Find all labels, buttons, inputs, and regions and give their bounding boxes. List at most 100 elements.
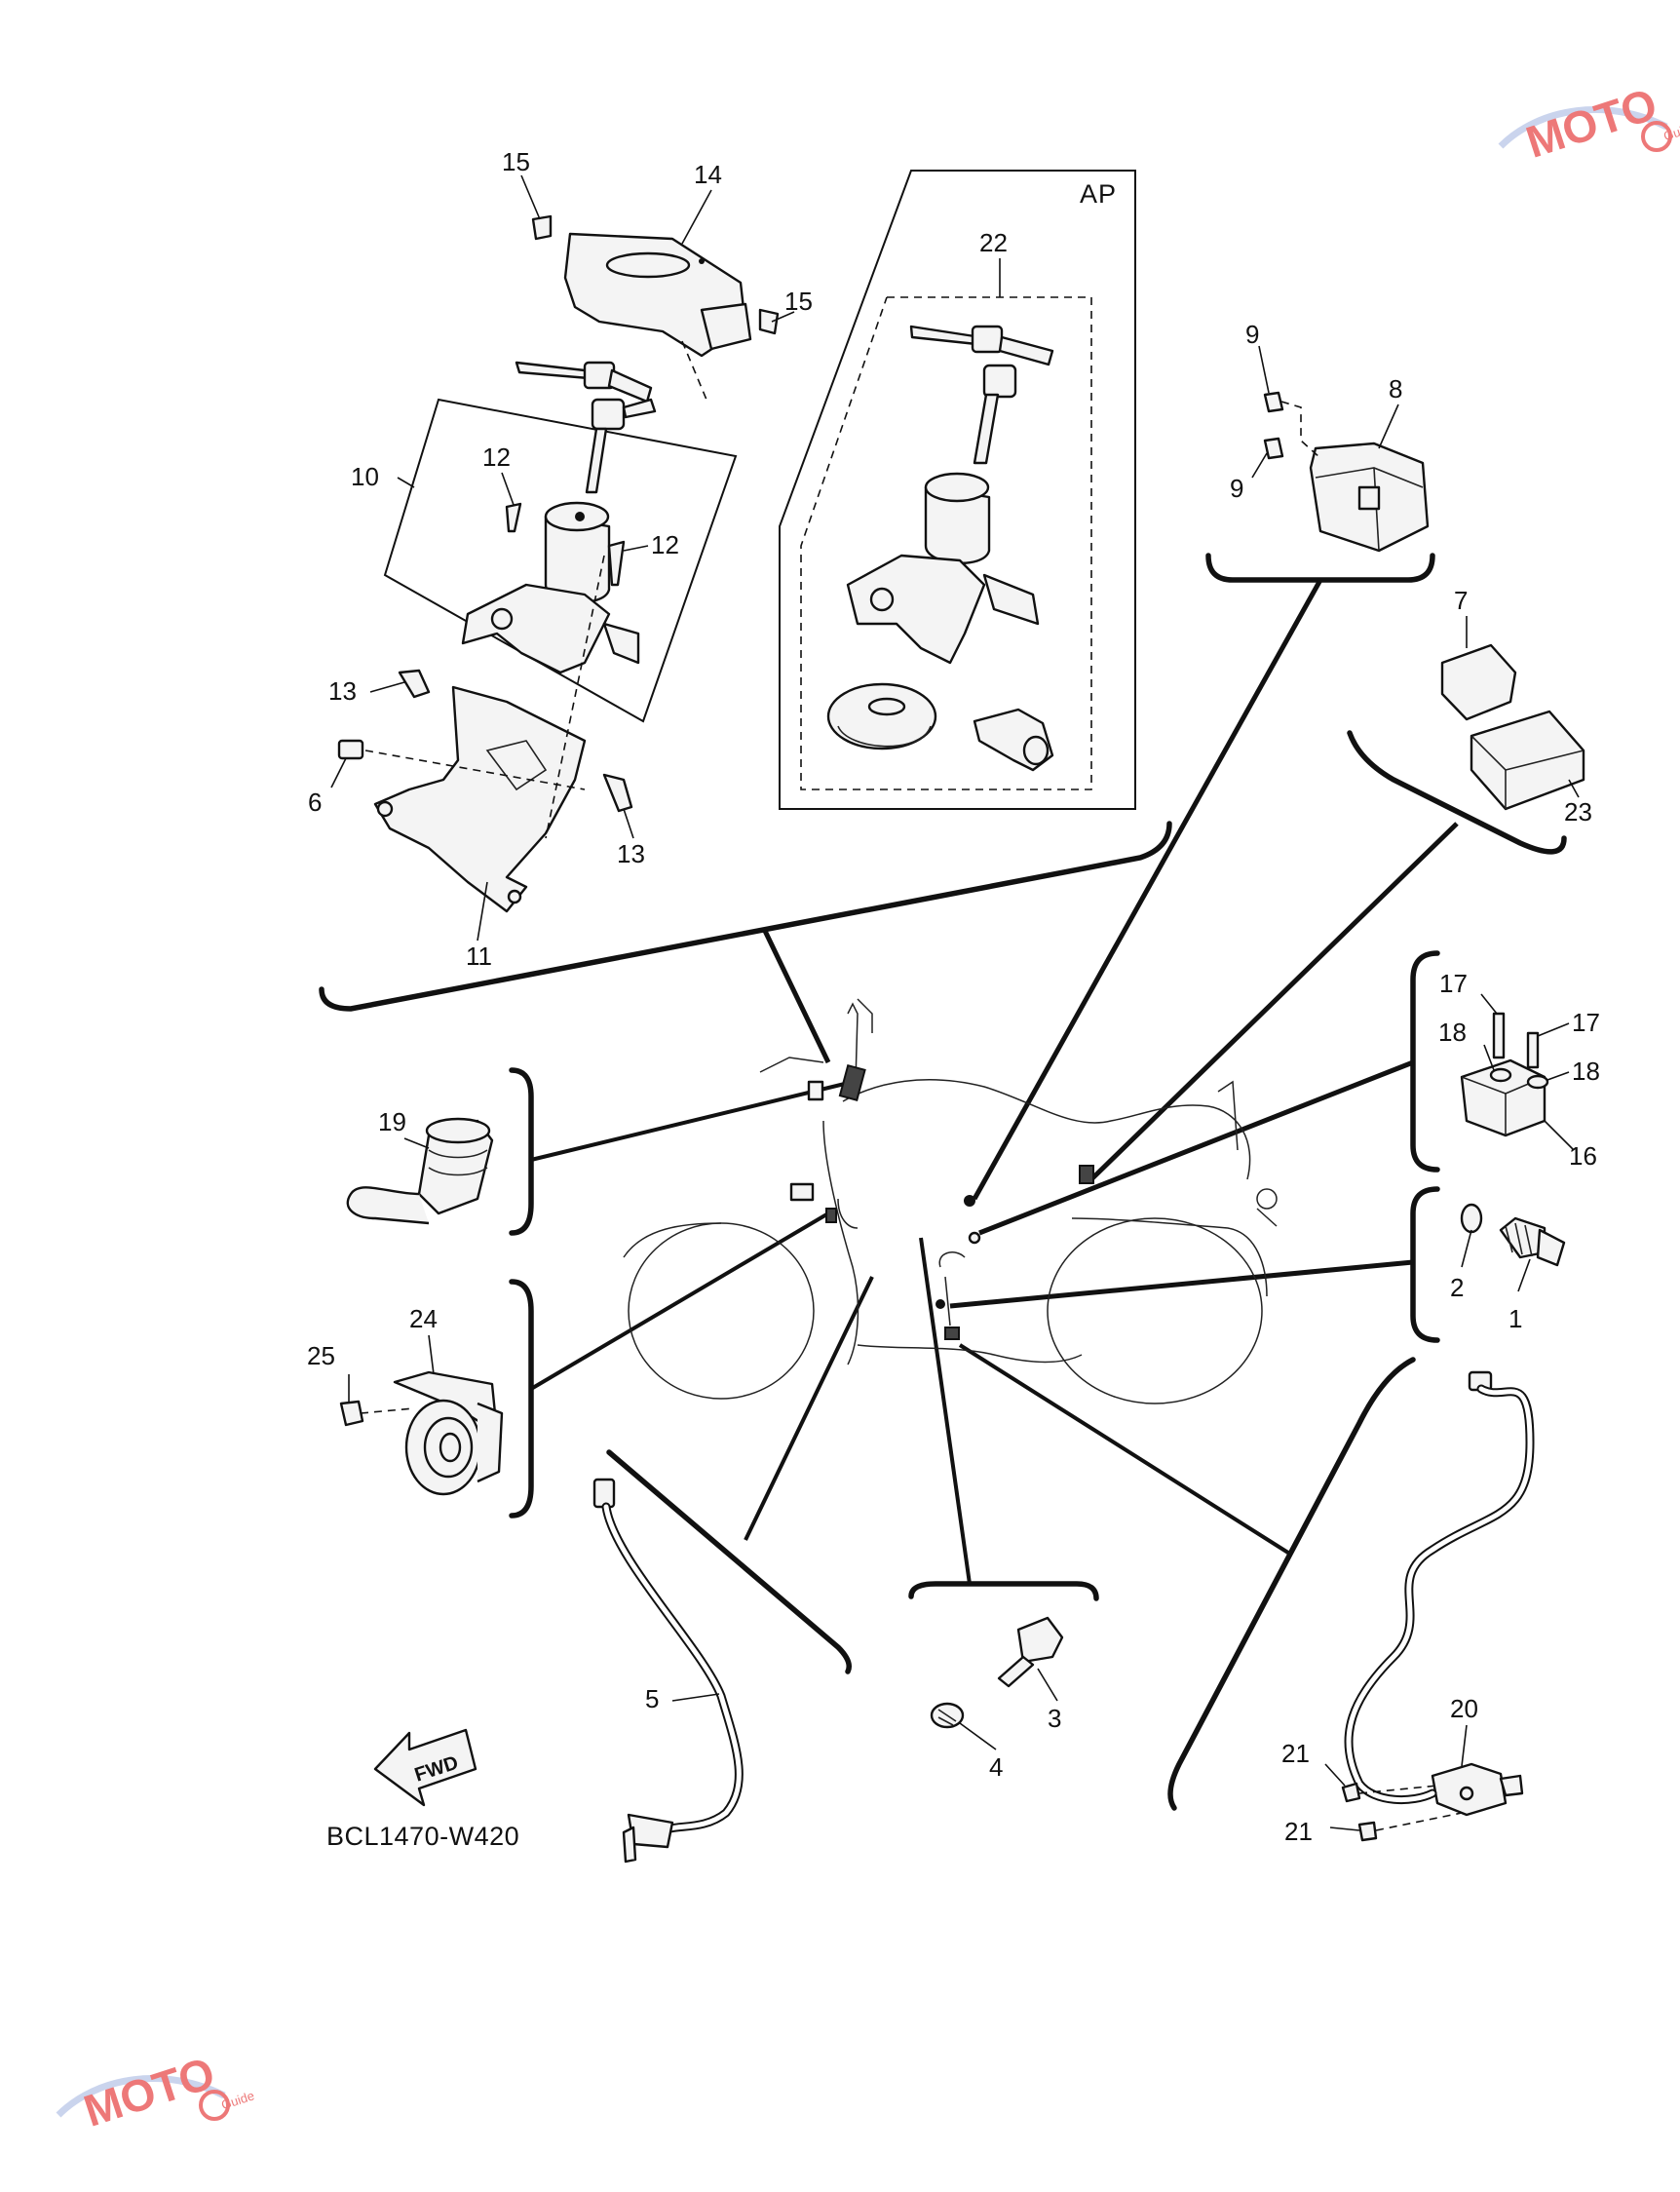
callout-10: 10 <box>351 462 379 491</box>
leader-socket <box>530 1080 854 1162</box>
leader-horn <box>529 1211 830 1391</box>
screw-12-left <box>505 502 522 533</box>
callout-1: 1 <box>1508 1304 1522 1333</box>
screw-9-lower <box>1263 437 1284 460</box>
callout-7: 7 <box>1454 586 1468 615</box>
leader-10 <box>397 477 415 488</box>
leader-temp <box>919 1237 972 1585</box>
dash-axis-3 <box>681 340 707 401</box>
ignition-group-bracket <box>319 821 1172 1012</box>
callout-23: 23 <box>1564 797 1592 827</box>
switch-group-bracket <box>1410 950 1440 1173</box>
reference-code: BCL1470-W420 <box>326 1822 519 1851</box>
sidestand-switch-group: 20 21 21 <box>1281 1370 1535 1846</box>
leader-12b <box>623 545 649 552</box>
leader-15b <box>771 311 795 323</box>
callout-12: 12 <box>482 442 511 472</box>
ap-label: AP <box>1080 179 1117 209</box>
sensor-group-bracket <box>1410 1186 1440 1343</box>
callout-9: 9 <box>1230 474 1243 503</box>
leader-14 <box>681 189 712 245</box>
sidestand-group-bracket <box>1167 1357 1416 1811</box>
temp-group-bracket <box>908 1581 1099 1601</box>
bracket-plate <box>373 685 587 913</box>
watermark-logo-top: MOTO Guide <box>1498 78 1680 168</box>
leader-sidestand <box>958 1343 1293 1557</box>
callout-14: 14 <box>694 160 722 189</box>
callout-8: 8 <box>1389 374 1402 404</box>
watermark-logo-bottom: MOTO Guide <box>56 2047 256 2136</box>
callout-21: 21 <box>1284 1817 1313 1846</box>
callout-25: 25 <box>307 1341 335 1370</box>
bolt-17-left <box>1492 1012 1506 1059</box>
horn-group-bracket <box>509 1279 534 1519</box>
leader-ignition <box>762 929 831 1064</box>
leader-relay2 <box>1089 822 1459 1181</box>
key-set <box>515 361 657 494</box>
leader-sensor <box>949 1259 1414 1309</box>
bolt-13-upper <box>398 669 431 699</box>
screw-9-upper <box>1263 391 1284 413</box>
ap-lock-cylinder <box>846 472 1040 665</box>
callout-21: 21 <box>1281 1739 1310 1768</box>
sensor-1 <box>1499 1216 1566 1267</box>
relay2-group: 7 23 <box>1440 586 1592 827</box>
leader-13b <box>623 808 634 839</box>
washer-18-left <box>1489 1067 1512 1083</box>
dash-axis-1 <box>364 750 586 790</box>
bolt-13-lower <box>602 773 633 813</box>
relay-group-bracket <box>1205 553 1435 583</box>
ap-panel-outline <box>779 170 1136 810</box>
callout-4: 4 <box>989 1752 1003 1782</box>
svg-text:Guide: Guide <box>219 2088 256 2112</box>
switch-group: 17 18 17 18 16 <box>1438 969 1600 1171</box>
callout-12: 12 <box>651 530 679 559</box>
svg-text:MOTO: MOTO <box>78 2047 221 2136</box>
callout-24: 24 <box>409 1304 438 1333</box>
callout-15: 15 <box>502 147 530 176</box>
bolt-25 <box>339 1400 364 1427</box>
ap-key-set-panel: AP 22 <box>779 170 1136 810</box>
washer-18-right <box>1526 1074 1549 1090</box>
group-10-outline <box>383 398 738 723</box>
sidestand-switch-cable <box>1344 1384 1535 1805</box>
callout-15: 15 <box>784 287 813 316</box>
callout-13: 13 <box>617 839 645 868</box>
bolt-17-right <box>1526 1031 1540 1069</box>
switch-cover <box>563 232 752 358</box>
temp-sensor-group: 3 4 <box>930 1616 1064 1782</box>
ap-keys <box>909 325 1054 465</box>
screw-21-upper <box>1341 1782 1361 1803</box>
screw-21-lower <box>1357 1821 1378 1842</box>
horn-group: 24 25 <box>307 1304 504 1496</box>
svg-text:MOTO: MOTO <box>1520 78 1663 168</box>
callout-9: 9 <box>1245 320 1259 349</box>
gasket-2 <box>1460 1203 1483 1234</box>
callout-18: 18 <box>1572 1057 1600 1086</box>
leader-11 <box>477 881 488 942</box>
leader-12a <box>501 472 515 506</box>
callout-18: 18 <box>1438 1018 1467 1047</box>
socket-group-bracket <box>509 1067 534 1236</box>
relay-7 <box>1440 643 1517 721</box>
ignition-group: 15 14 15 10 12 12 13 6 13 11 <box>308 147 813 971</box>
ap-seat-lock <box>973 708 1054 772</box>
callout-16: 16 <box>1569 1141 1597 1171</box>
leader-15a <box>520 174 541 220</box>
callout-11: 11 <box>466 942 492 971</box>
callout-19: 19 <box>378 1107 406 1136</box>
sensor-group: 2 1 <box>1450 1203 1566 1333</box>
screw-15-top <box>531 214 553 241</box>
relay-group: 9 8 9 <box>1230 320 1430 553</box>
group-22-outline <box>800 296 1092 790</box>
nut-6 <box>337 739 364 760</box>
screw-12-right <box>607 540 626 587</box>
o2-sensor-group: 5 <box>592 1478 744 1864</box>
ap-fuel-cap <box>826 682 937 750</box>
callout-20: 20 <box>1450 1694 1478 1723</box>
callout-3: 3 <box>1048 1704 1061 1733</box>
o2-group-bracket <box>606 1449 852 1674</box>
callout-22: 22 <box>979 228 1008 257</box>
temp-sensor-3 <box>1016 1616 1064 1664</box>
